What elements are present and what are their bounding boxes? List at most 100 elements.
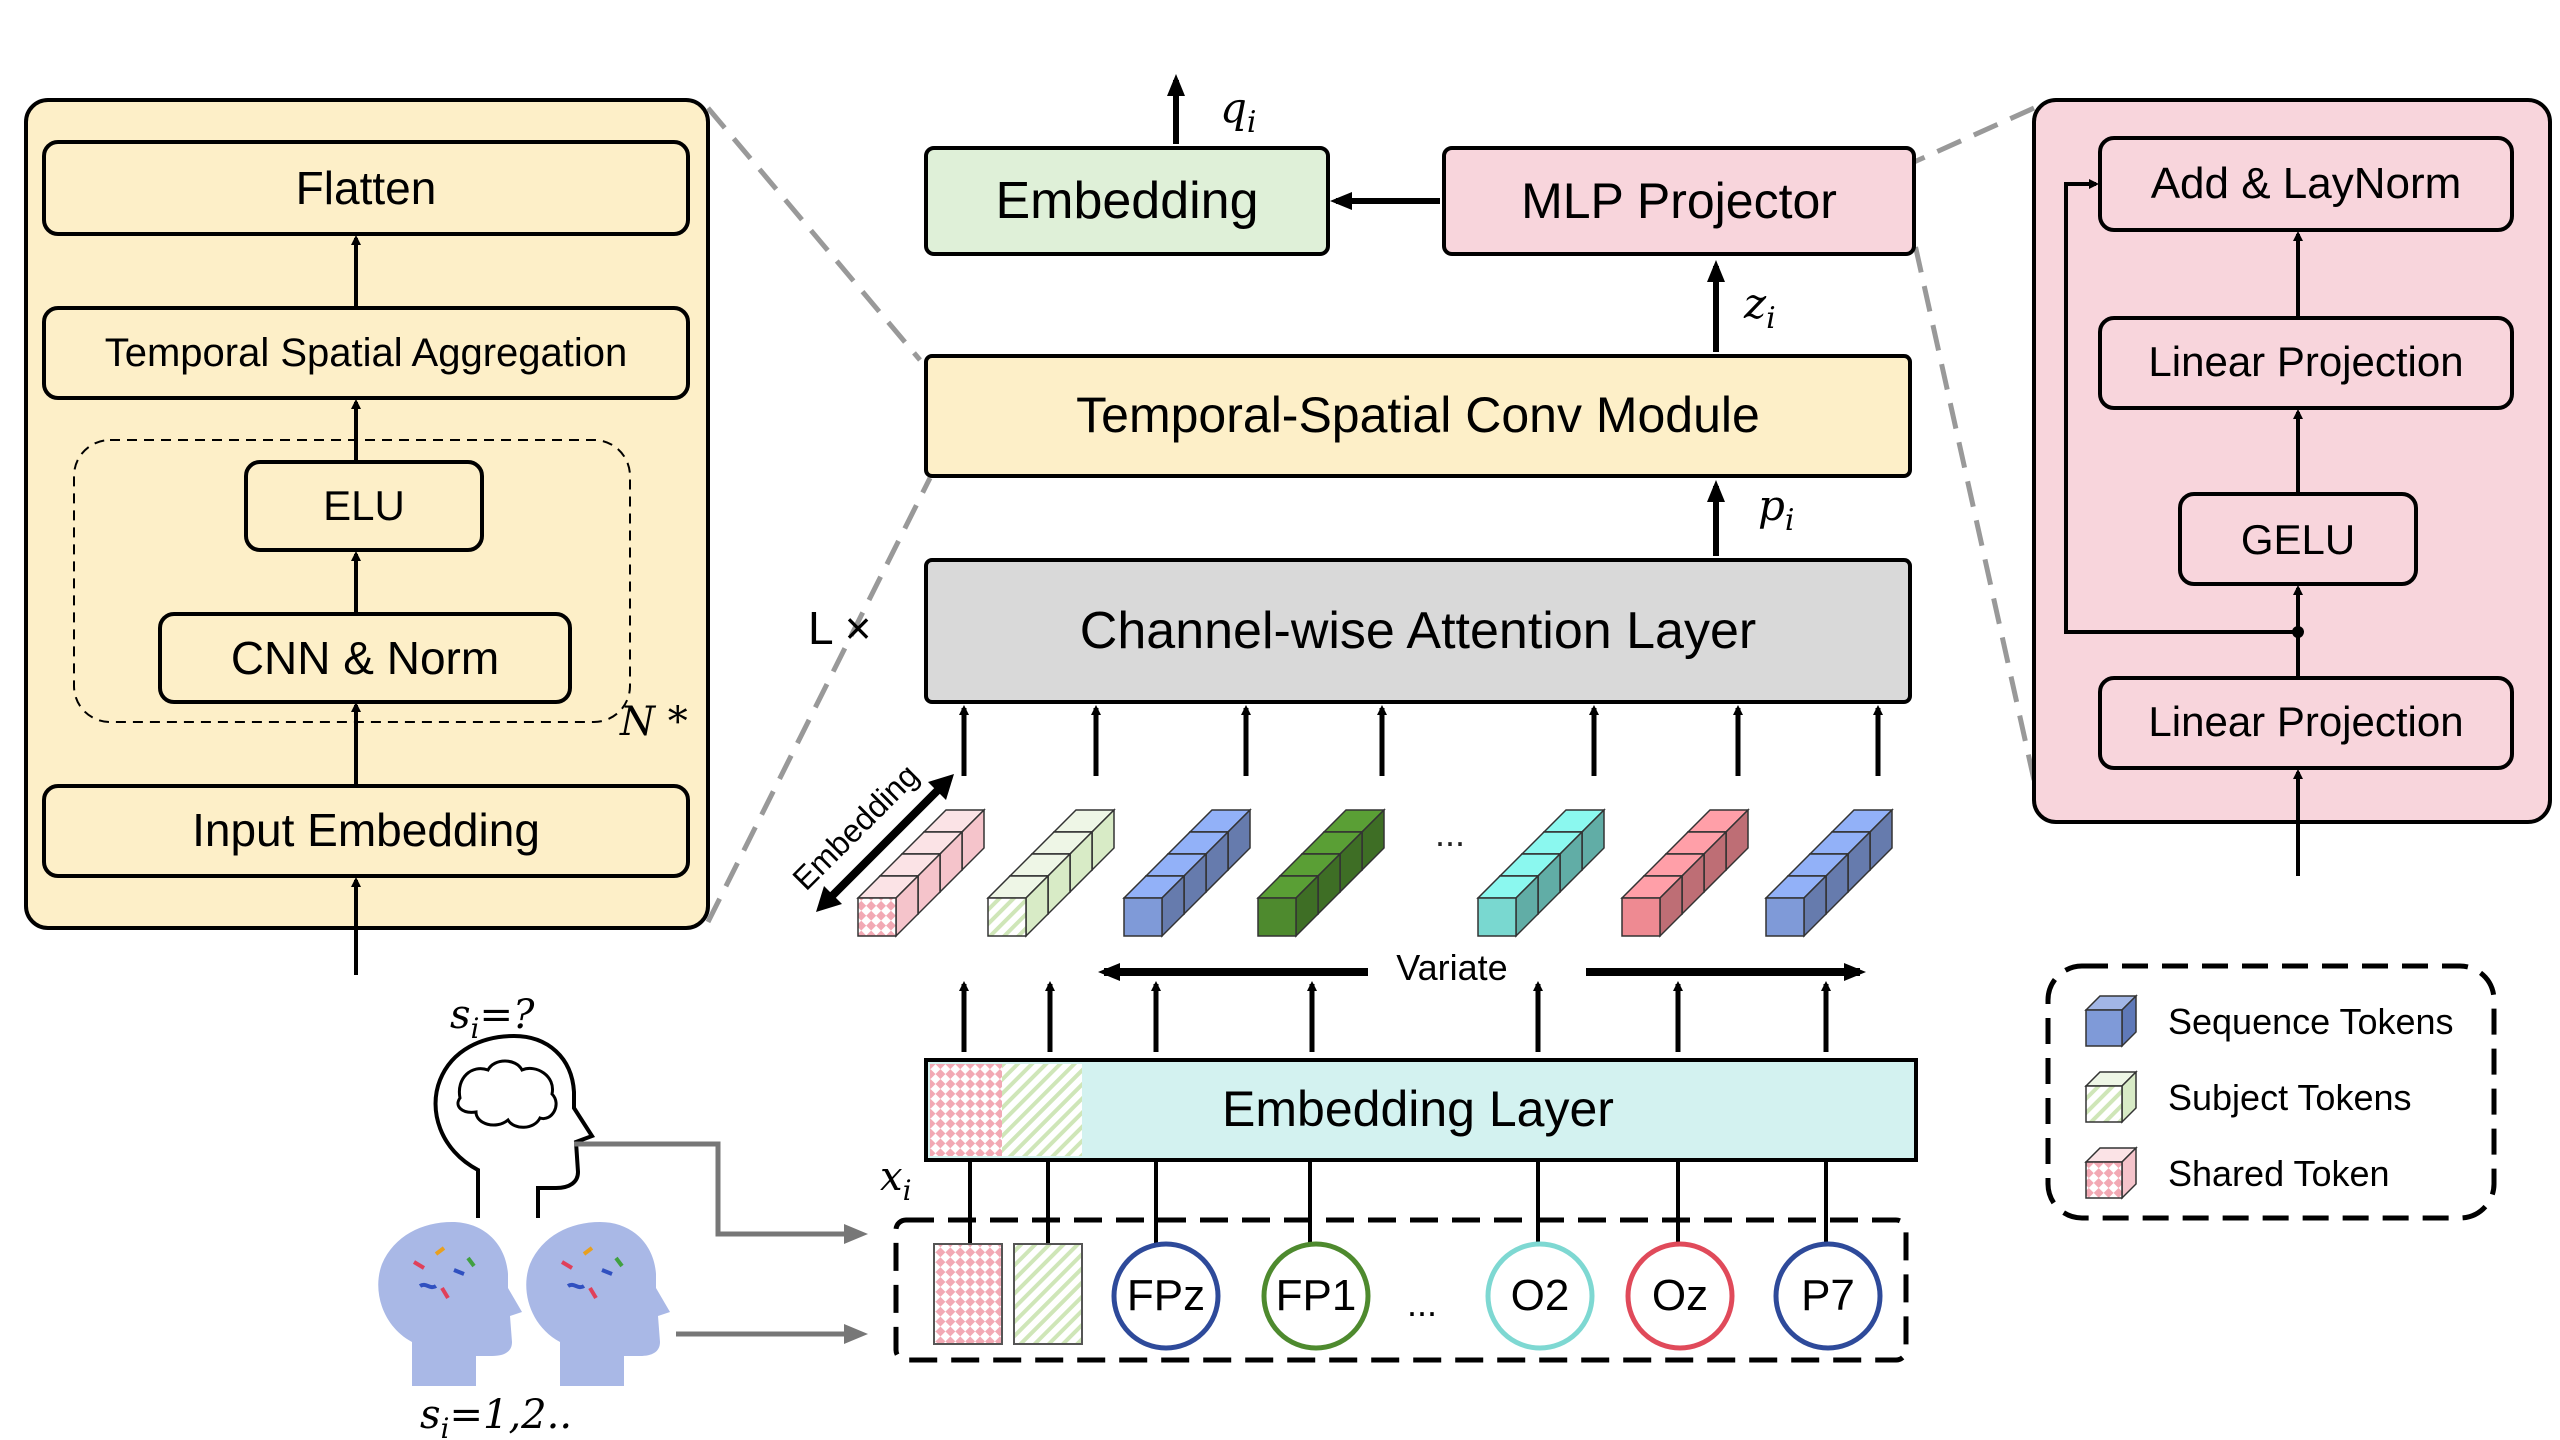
add-laynorm-box <box>2098 136 2514 232</box>
center-top-arrows <box>1167 74 1725 556</box>
x-subscript: i <box>903 1174 912 1207</box>
residual-junction <box>2292 626 2304 638</box>
subject-token-input <box>1013 1243 1083 1345</box>
embedding-layer-label: Embedding Layer <box>1222 1081 1614 1137</box>
embedding-output-label: Embedding <box>995 172 1258 230</box>
temporal-spatial-aggregation-label: Temporal Spatial Aggregation <box>105 331 628 375</box>
subject-head-2-icon <box>526 1222 670 1386</box>
zoom-lines <box>705 105 2037 924</box>
q-subscript: i <box>1247 105 1257 140</box>
cube-front <box>1621 897 1661 937</box>
temporal-spatial-aggregation-box <box>42 306 690 400</box>
elu-label: ELU <box>323 482 405 529</box>
channel-node: FP1 <box>1261 1241 1371 1351</box>
cube-front <box>1765 897 1805 937</box>
channel-node: FPz <box>1111 1241 1221 1351</box>
legend-item: Shared Token <box>2084 1146 2390 1200</box>
input-embedding-label: Input Embedding <box>192 804 540 856</box>
linear-projection-bottom-label: Linear Projection <box>2148 698 2463 745</box>
known-subject-value: =1,2.. <box>450 1392 573 1438</box>
known-subjects: si=1,2.. <box>378 1222 670 1440</box>
channel-label: P7 <box>1801 1271 1855 1320</box>
channel-label: FPz <box>1127 1271 1205 1320</box>
unknown-subject-label: si=? <box>450 992 535 1045</box>
variate-label: Variate <box>1396 947 1507 988</box>
channel-label: ... <box>1407 1283 1437 1324</box>
channel-circle <box>1773 1241 1883 1351</box>
input-embedding-box <box>42 784 690 878</box>
legend-label: Sequence Tokens <box>2168 1001 2454 1042</box>
legend-cube-front <box>2085 1009 2123 1047</box>
known-subject-symbol: s <box>420 1392 441 1438</box>
channel-nodes: FPz FP1... O2 Oz P7 <box>1111 1241 1883 1351</box>
channel-circle <box>1485 1241 1595 1351</box>
flatten-label: Flatten <box>296 162 437 214</box>
unknown-subject-symbol: s <box>450 992 471 1038</box>
channel-node: O2 <box>1485 1241 1595 1351</box>
cube-ellipsis: ... <box>1435 813 1465 854</box>
sequence-token-stack-p7 <box>1764 808 1894 938</box>
known-subject-label: si=1,2.. <box>420 1392 572 1440</box>
embed-up-arrows <box>959 981 1831 1052</box>
subject-head-1-marks <box>412 1246 476 1300</box>
right-panel-arrows <box>2064 179 2303 876</box>
unknown-subject-subscript: i <box>471 1012 480 1045</box>
p-subscript: i <box>1785 503 1795 538</box>
z-label: zi <box>1743 279 1776 336</box>
channel-label: FP1 <box>1276 1271 1357 1320</box>
subject-token-stack <box>986 808 1116 938</box>
channel-label: O2 <box>1511 1271 1570 1320</box>
shared-token-input <box>933 1243 1003 1345</box>
embedding-layer-shared-segment <box>930 1064 1002 1156</box>
brain-icon <box>456 1059 558 1129</box>
subject-arrows <box>574 1141 868 1344</box>
right-panel <box>2032 98 2552 824</box>
channel-circle <box>1625 1241 1735 1351</box>
legend-label: Subject Tokens <box>2168 1077 2412 1118</box>
linear-projection-top-label: Linear Projection <box>2148 338 2463 385</box>
cnn-norm-box <box>158 612 572 704</box>
sequence-token-stack-fp1 <box>1256 808 1386 938</box>
cube-up-arrows <box>959 705 1883 776</box>
attention-layer-label: Channel-wise Attention Layer <box>1080 602 1756 660</box>
cube-front <box>987 897 1027 937</box>
temporal-spatial-conv-box <box>924 354 1912 478</box>
channel-node: ... <box>1407 1283 1437 1324</box>
unknown-subject-value: =? <box>480 992 536 1038</box>
variate-axis: Variate <box>1098 947 1866 988</box>
sequence-token-stack-oz <box>1620 808 1750 938</box>
cnn-norm-label: CNN & Norm <box>231 632 499 684</box>
x-label: xi <box>880 1154 912 1207</box>
embedding-layer-subject-segment <box>1002 1064 1082 1156</box>
legend-item: Subject Tokens <box>2084 1070 2412 1124</box>
channel-circle <box>1261 1241 1371 1351</box>
p-symbol: p <box>1758 481 1785 530</box>
repeat-label: N * <box>619 699 688 745</box>
layers-label: L × <box>808 602 872 654</box>
legend-item: Sequence Tokens <box>2084 994 2454 1048</box>
channel-label: Oz <box>1652 1271 1708 1320</box>
channel-node: Oz <box>1625 1241 1735 1351</box>
subject-head-2-marks <box>560 1246 624 1300</box>
embedding-output-box <box>924 146 1330 256</box>
q-label: qi <box>1220 83 1257 140</box>
q-symbol: q <box>1220 83 1247 132</box>
legend-label: Shared Token <box>2168 1153 2390 1194</box>
embedding-axis-line <box>823 781 947 905</box>
cube-front <box>857 897 897 937</box>
unknown-subject: si=? <box>433 992 596 1218</box>
repeat-block <box>73 439 631 723</box>
z-symbol: z <box>1743 279 1767 328</box>
elu-box <box>244 460 484 552</box>
input-box <box>893 1217 1909 1363</box>
linear-projection-bottom-box <box>2098 676 2514 770</box>
x-symbol: x <box>880 1154 903 1200</box>
shared-token-stack <box>856 808 986 938</box>
sequence-token-stack-o2 <box>1476 808 1606 938</box>
input-lines <box>968 1160 1828 1256</box>
channel-node: P7 <box>1773 1241 1883 1351</box>
flatten-box <box>42 140 690 236</box>
attention-layer-box <box>924 558 1912 704</box>
